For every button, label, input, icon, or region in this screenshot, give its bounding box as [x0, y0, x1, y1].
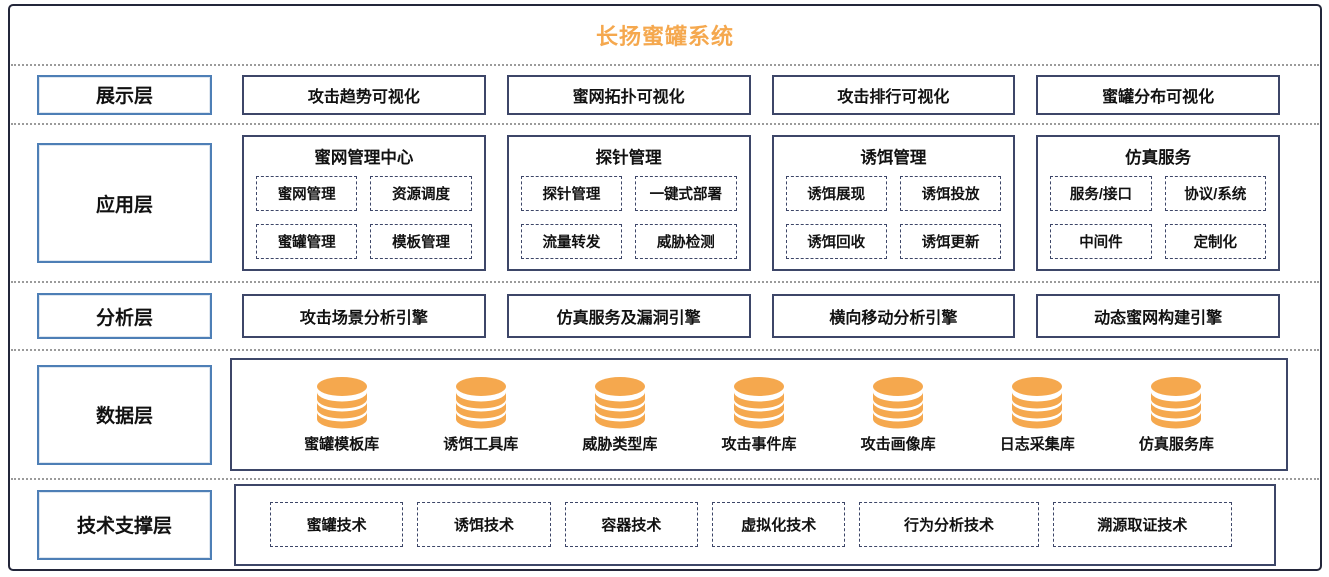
application-module-box: 诱饵更新: [899, 224, 1002, 259]
database-item: 攻击画像库: [861, 376, 936, 454]
application-group-box: 探针管理 探针管理 一键式部署 流量转发 威胁检测: [506, 135, 751, 271]
analysis-engine-box: 仿真服务及漏洞引擎: [506, 294, 751, 338]
database-item: 攻击事件库: [721, 376, 797, 454]
display-item-box: 蜜网拓扑可视化: [506, 74, 751, 115]
database-icon: [1012, 376, 1063, 428]
page-title: 长扬蜜罐系统: [595, 24, 734, 49]
application-group-grid: 服务/接口 协议/系统 中间件 定制化: [1050, 176, 1266, 259]
analysis-engine-box: 横向移动分析引擎: [771, 294, 1016, 338]
database-label: 蜜罐模板库: [304, 435, 380, 453]
database-label: 攻击事件库: [721, 435, 797, 453]
layer-divider: [11, 281, 1319, 283]
database-item: 诱饵工具库: [443, 376, 518, 454]
database-icon: [455, 376, 506, 428]
database-item: 威胁类型库: [582, 376, 657, 454]
database-label: 日志采集库: [999, 435, 1075, 453]
layer-label-tech: 技术支撑层: [37, 489, 212, 560]
analysis-engine-box: 攻击场景分析引擎: [242, 294, 486, 338]
database-icon: [873, 376, 924, 428]
tech-item-box: 诱饵技术: [417, 502, 551, 547]
application-module-box: 诱饵展现: [785, 176, 887, 211]
application-group-grid: 探针管理 一键式部署 流量转发 威胁检测: [520, 176, 737, 259]
layer-row-application: 应用层 蜜网管理中心 蜜网管理 资源调度 蜜罐管理 模板管理: [10, 125, 1320, 281]
layer-row-analysis: 分析层 攻击场景分析引擎 仿真服务及漏洞引擎 横向移动分析引擎 动态蜜网构建引擎: [10, 283, 1320, 349]
tech-item-box: 溯源取证技术: [1052, 502, 1232, 547]
application-module-box: 服务/接口: [1050, 176, 1152, 211]
display-items: 攻击趋势可视化 蜜网拓扑可视化 攻击排行可视化 蜜罐分布可视化: [242, 74, 1280, 115]
application-group-title: 蜜网管理中心: [314, 149, 414, 167]
application-module-box: 资源调度: [370, 176, 472, 211]
tech-item-box: 容器技术: [564, 502, 699, 547]
database-icon: [594, 376, 645, 428]
application-module-box: 定制化: [1164, 224, 1266, 259]
title-row: 长扬蜜罐系统: [10, 6, 1320, 64]
application-module-box: 诱饵投放: [899, 176, 1002, 211]
application-module-box: 流量转发: [520, 224, 623, 259]
database-icon: [1151, 376, 1202, 428]
application-module-box: 一键式部署: [635, 176, 737, 211]
analysis-items: 攻击场景分析引擎 仿真服务及漏洞引擎 横向移动分析引擎 动态蜜网构建引擎: [242, 294, 1280, 338]
analysis-engine-box: 动态蜜网构建引擎: [1036, 294, 1280, 338]
application-group-box: 蜜网管理中心 蜜网管理 资源调度 蜜罐管理 模板管理: [242, 135, 486, 271]
layer-label-display: 展示层: [37, 74, 212, 115]
tech-container-box: 蜜罐技术 诱饵技术 容器技术 虚拟化技术 行为分析技术 溯源取证技术: [234, 483, 1276, 566]
display-item-box: 攻击趋势可视化: [242, 74, 486, 115]
display-item-box: 蜜罐分布可视化: [1036, 74, 1280, 115]
application-group-box: 诱饵管理 诱饵展现 诱饵投放 诱饵回收 诱饵更新: [771, 135, 1016, 271]
layer-divider: [11, 349, 1319, 351]
layer-row-tech: 技术支撑层 蜜罐技术 诱饵技术 容器技术 虚拟化技术 行为分析技术 溯源取证技术: [10, 480, 1320, 569]
layer-label-data: 数据层: [37, 364, 212, 465]
diagram-frame: 长扬蜜罐系统 展示层 攻击趋势可视化 蜜网拓扑可视化 攻击排行可视化 蜜罐分布可…: [8, 4, 1322, 571]
tech-item-box: 行为分析技术: [859, 502, 1039, 547]
layer-label-application: 应用层: [37, 143, 212, 263]
database-label: 威胁类型库: [582, 435, 658, 453]
application-module-box: 蜜网管理: [256, 176, 358, 211]
application-module-box: 协议/系统: [1164, 176, 1266, 211]
layer-row-data: 数据层 蜜罐模板库: [10, 351, 1320, 478]
layer-divider: [11, 478, 1319, 480]
application-group-title: 探针管理: [595, 149, 662, 167]
display-item-box: 攻击排行可视化: [771, 74, 1016, 115]
layer-row-display: 展示层 攻击趋势可视化 蜜网拓扑可视化 攻击排行可视化 蜜罐分布可视化: [10, 66, 1320, 123]
application-module-box: 探针管理: [520, 176, 623, 211]
application-module-box: 中间件: [1050, 224, 1152, 259]
database-label: 仿真服务库: [1138, 435, 1214, 453]
application-group-title: 诱饵管理: [860, 149, 927, 167]
database-icon: [316, 376, 367, 428]
application-groups: 蜜网管理中心 蜜网管理 资源调度 蜜罐管理 模板管理: [242, 135, 1280, 271]
application-module-box: 蜜罐管理: [256, 224, 358, 259]
application-group-grid: 蜜网管理 资源调度 蜜罐管理 模板管理: [256, 176, 472, 259]
database-label: 攻击画像库: [860, 435, 936, 453]
tech-item-box: 虚拟化技术: [712, 502, 846, 547]
application-module-box: 诱饵回收: [785, 224, 887, 259]
database-icon: [733, 376, 784, 428]
database-label: 诱饵工具库: [443, 435, 519, 453]
application-group-title: 仿真服务: [1125, 149, 1192, 167]
application-module-box: 模板管理: [370, 224, 472, 259]
database-item: 日志采集库: [1000, 376, 1075, 454]
application-group-box: 仿真服务 服务/接口 协议/系统 中间件 定制化: [1036, 135, 1280, 271]
layer-divider: [11, 64, 1319, 66]
application-module-box: 威胁检测: [635, 224, 737, 259]
layer-label-analysis: 分析层: [37, 293, 212, 339]
application-group-grid: 诱饵展现 诱饵投放 诱饵回收 诱饵更新: [785, 176, 1002, 259]
database-item: 蜜罐模板库: [304, 376, 379, 454]
layer-divider: [11, 123, 1319, 125]
database-container-box: 蜜罐模板库 诱饵工具库: [230, 358, 1288, 471]
database-item: 仿真服务库: [1139, 376, 1214, 454]
tech-item-box: 蜜罐技术: [270, 502, 404, 547]
